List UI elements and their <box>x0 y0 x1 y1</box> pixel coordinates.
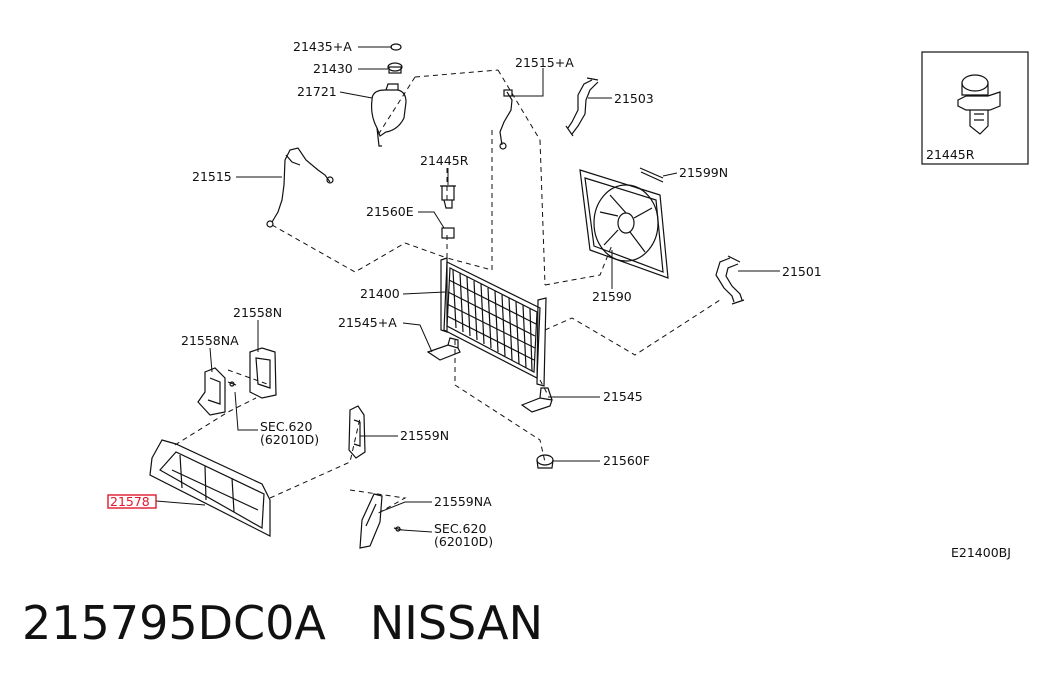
label-21599N: 21599N <box>679 165 728 180</box>
diagram-code: E21400BJ <box>951 545 1011 560</box>
label-21558NA: 21558NA <box>181 333 239 348</box>
core-support-21578 <box>149 439 271 537</box>
label-21503: 21503 <box>614 91 654 106</box>
air-guide-21559NA <box>359 493 383 549</box>
inset-label-21445R: 21445R <box>926 147 975 162</box>
label-21590: 21590 <box>592 289 632 304</box>
label-21545: 21545 <box>603 389 643 404</box>
label-sec620-a-code: (62010D) <box>260 432 319 447</box>
hose-21515 <box>266 147 334 228</box>
radiator-21400 <box>440 257 547 387</box>
highlighted-part-21578[interactable]: 21578 <box>107 494 157 509</box>
strip-21599N <box>639 167 664 183</box>
reservoir-tank-21721 <box>370 83 407 147</box>
label-sec620-b: SEC.620 <box>434 521 486 536</box>
mount-21560F <box>536 454 554 469</box>
air-guide-21559N <box>348 405 366 459</box>
dashed-guide-lines <box>174 69 721 516</box>
label-sec620-a: SEC.620 <box>260 419 312 434</box>
cap-21435 <box>390 43 402 51</box>
label-21400: 21400 <box>360 286 400 301</box>
inset-box: 21445R <box>921 51 1029 165</box>
cap-21430 <box>387 62 403 74</box>
label-21435A: 21435+A <box>293 39 352 54</box>
hose-21503 <box>565 77 599 137</box>
bracket-21545A <box>426 337 461 361</box>
label-21558N: 21558N <box>233 305 282 320</box>
label-21445R: 21445R <box>420 153 469 168</box>
bracket-21545 <box>520 387 553 413</box>
label-21559NA: 21559NA <box>434 494 492 509</box>
leader-lines <box>155 46 780 533</box>
label-21515: 21515 <box>192 169 232 184</box>
label-21721: 21721 <box>297 84 337 99</box>
clip-sec620-b <box>393 526 403 532</box>
hose-21501 <box>715 255 745 305</box>
mount-21560E <box>441 227 455 239</box>
fan-shroud-21590 <box>579 169 669 279</box>
label-21430: 21430 <box>313 61 353 76</box>
clip-21445R-detail <box>957 74 1001 135</box>
bracket-21445R <box>440 185 456 209</box>
label-21515A: 21515+A <box>515 55 574 70</box>
part-number: 215795DC0A <box>22 596 326 650</box>
label-21578: 21578 <box>110 494 150 509</box>
label-21560E: 21560E <box>366 204 414 219</box>
label-sec620-b-code: (62010D) <box>434 534 493 549</box>
label-21559N: 21559N <box>400 428 449 443</box>
air-guide-21558N <box>249 347 277 399</box>
label-21560F: 21560F <box>603 453 650 468</box>
clip-sec620-a <box>227 381 237 387</box>
label-21545A: 21545+A <box>338 315 397 330</box>
air-guide-21558NA <box>197 367 226 416</box>
hose-21515A <box>499 89 513 150</box>
brand-name: NISSAN <box>369 596 543 650</box>
label-21501: 21501 <box>782 264 822 279</box>
footer-caption: 215795DC0A NISSAN <box>22 596 587 650</box>
